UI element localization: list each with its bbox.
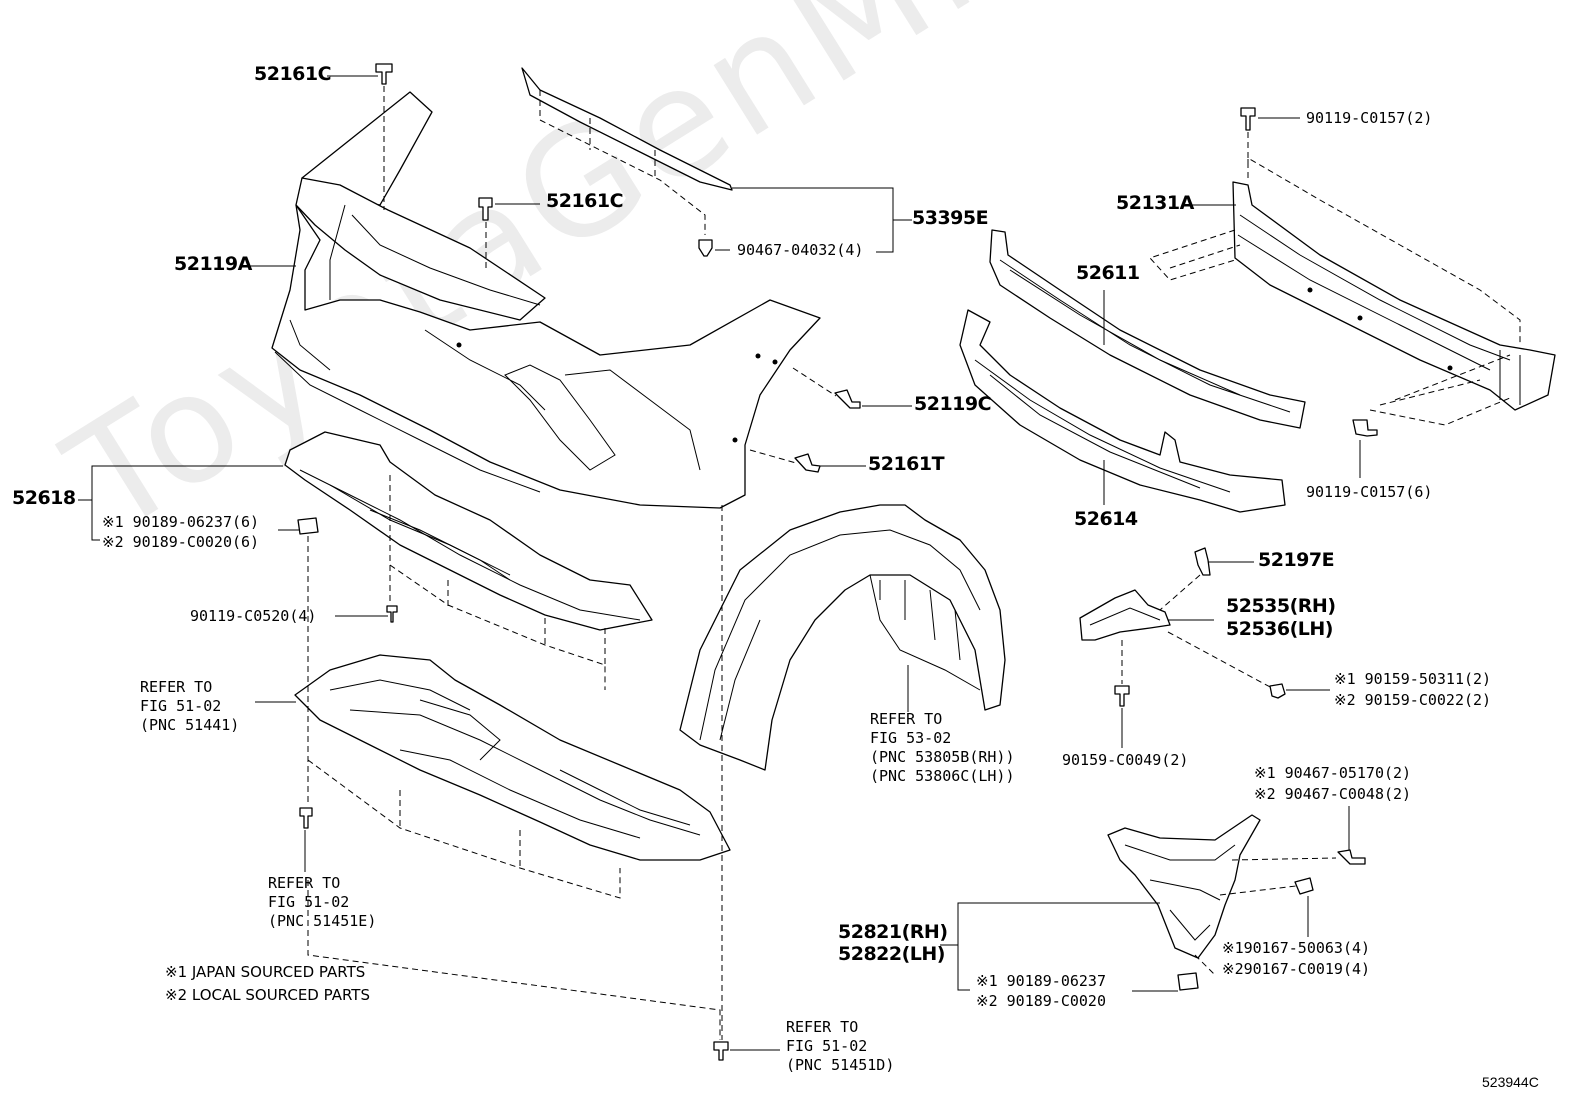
ref-fig53-02: REFER TO FIG 53-02 (PNC 53805B(RH)) (PNC… — [870, 710, 1015, 785]
retainer-52614 — [959, 309, 1286, 513]
label-90159-50311: ※1 90159-50311(2) — [1334, 670, 1492, 688]
label-90159-C0049: 90159-C0049(2) — [1062, 751, 1189, 769]
label-52161C-top: 52161C — [254, 63, 332, 85]
label-90119-C0157-bot: 90119-C0157(6) — [1306, 483, 1433, 501]
label-52614: 52614 — [1074, 508, 1138, 530]
label-90167-C0019: ※290167-C0019(4) — [1222, 960, 1371, 978]
diagram-id: 523944C — [1482, 1074, 1539, 1090]
note-japan-sourced: ※1 JAPAN SOURCED PARTS — [165, 963, 366, 981]
reinforcement-52131A — [1149, 157, 1556, 426]
engine-under-cover — [294, 654, 731, 861]
label-52611: 52611 — [1076, 262, 1140, 284]
label-90189-C0020-a: ※2 90189-C0020(6) — [102, 533, 260, 551]
leader-lines — [78, 75, 1361, 1051]
label-90119-C0157-top: 90119-C0157(2) — [1306, 109, 1433, 127]
note-local-sourced: ※2 LOCAL SOURCED PARTS — [165, 986, 370, 1004]
molding-53395E — [521, 67, 733, 235]
label-52197E: 52197E — [1258, 549, 1335, 571]
label-90467-04032: 90467-04032(4) — [737, 241, 864, 259]
label-52821-RH: 52821(RH) — [838, 921, 948, 943]
bracket-52535-52536 — [1079, 589, 1171, 641]
label-52119A: 52119A — [174, 253, 252, 275]
fasteners — [297, 63, 1378, 1061]
label-52536-LH: 52536(LH) — [1226, 618, 1333, 640]
label-52161C-mid: 52161C — [546, 190, 624, 212]
ref-fig51-02-pnc51451D: REFER TO FIG 51-02 (PNC 51451D) — [786, 1018, 895, 1074]
label-90189-C0020-b: ※2 90189-C0020 — [976, 992, 1106, 1010]
ref-fig51-02-pnc51441: REFER TO FIG 51-02 (PNC 51441) — [140, 678, 240, 734]
label-90159-C0022: ※2 90159-C0022(2) — [1334, 691, 1492, 709]
fender-liner — [679, 504, 1006, 771]
label-52618: 52618 — [12, 487, 76, 509]
cover-52821-52822 — [1107, 814, 1261, 959]
label-90467-C0048: ※2 90467-C0048(2) — [1254, 785, 1412, 803]
label-52535-RH: 52535(RH) — [1226, 595, 1336, 617]
absorber-52618 — [284, 431, 653, 631]
label-90189-06237-b: ※1 90189-06237 — [976, 972, 1106, 990]
label-90467-05170: ※1 90467-05170(2) — [1254, 764, 1412, 782]
bumper-cover-52119A — [271, 91, 821, 509]
label-90189-06237-a: ※1 90189-06237(6) — [102, 513, 260, 531]
label-52161T: 52161T — [868, 453, 945, 475]
label-90119-C0520: 90119-C0520(4) — [190, 607, 317, 625]
label-53395E: 53395E — [912, 207, 989, 229]
ref-fig51-02-pnc51451E: REFER TO FIG 51-02 (PNC 51451E) — [268, 874, 377, 930]
label-52119C: 52119C — [914, 393, 992, 415]
label-52822-LH: 52822(LH) — [838, 943, 945, 965]
assembly-lines — [307, 86, 1337, 1040]
label-52131A: 52131A — [1116, 192, 1194, 214]
label-90167-50063: ※190167-50063(4) — [1222, 939, 1371, 957]
absorber-52611 — [989, 229, 1306, 429]
